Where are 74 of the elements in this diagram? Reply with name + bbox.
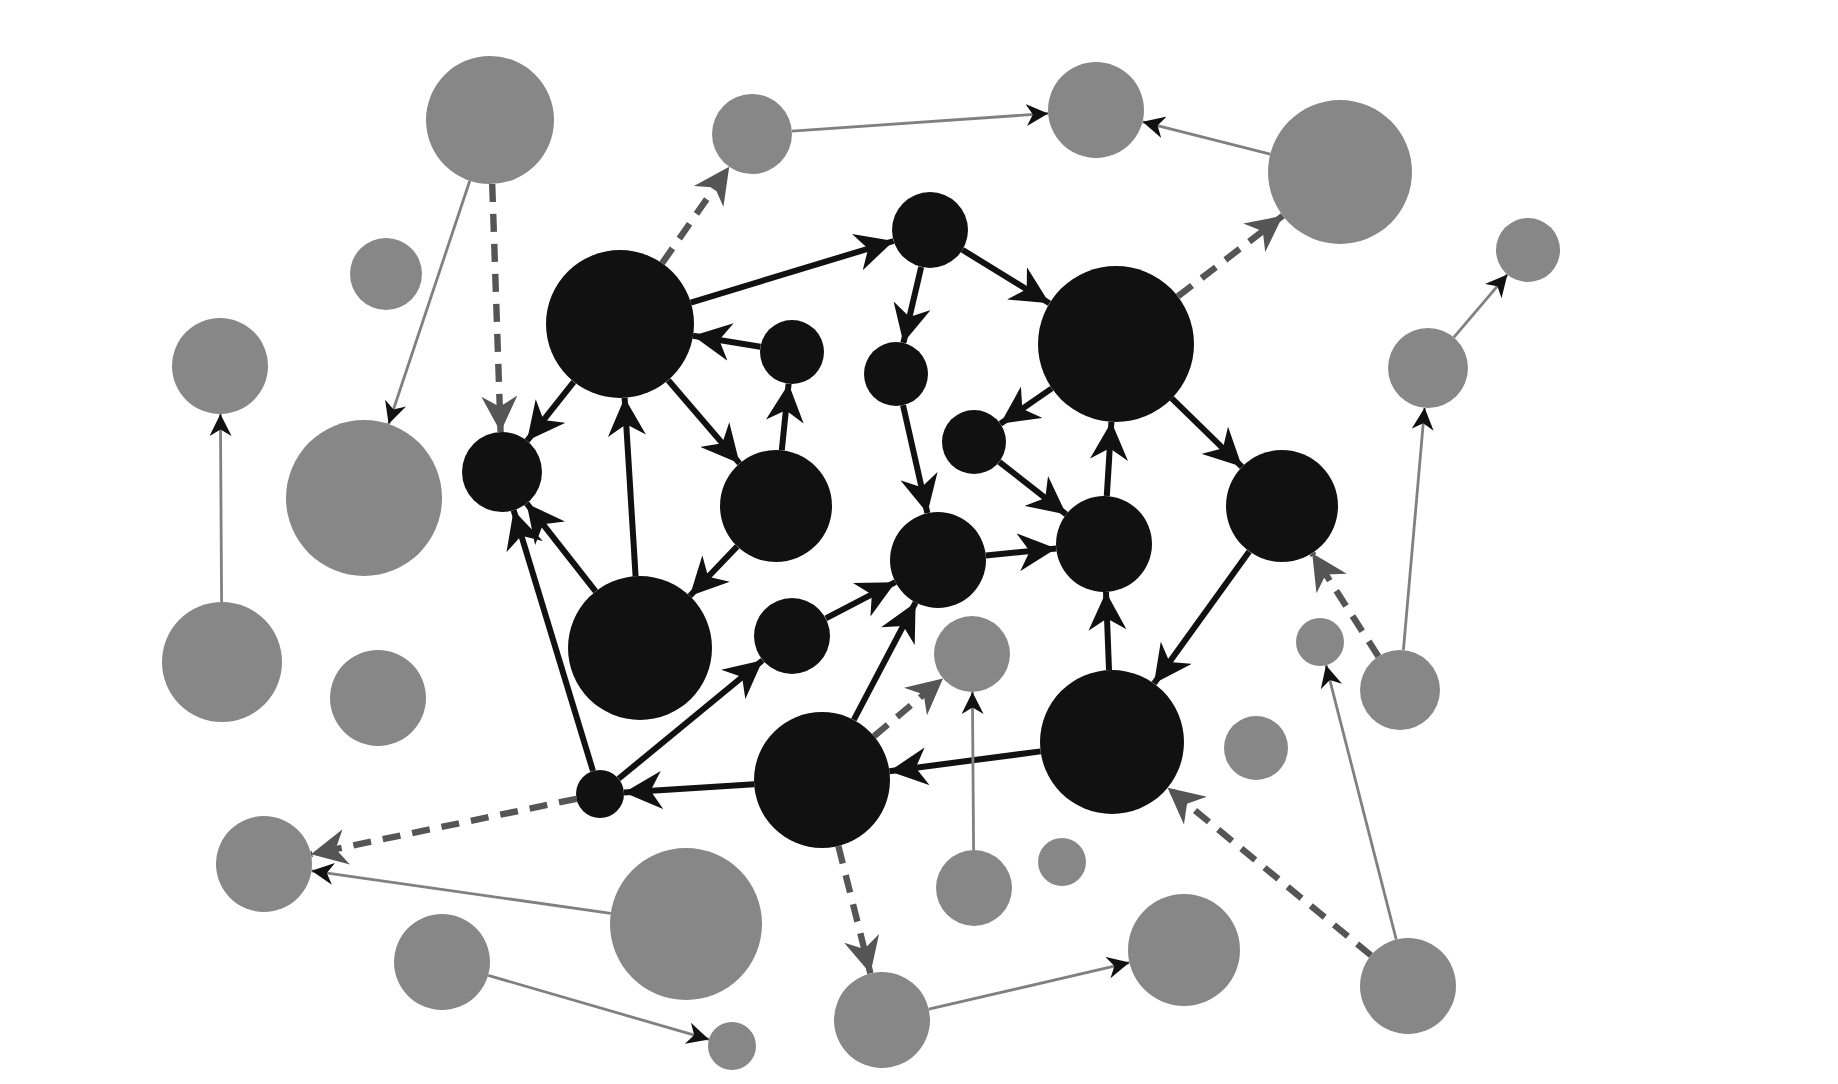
dashed-arrow: [481, 183, 518, 433]
circle-node: [330, 650, 426, 746]
circle-node: [568, 576, 712, 720]
circle-node: [712, 94, 792, 174]
circle-node: [754, 598, 830, 674]
circle-node: [708, 1022, 756, 1070]
arrow: [997, 459, 1069, 517]
dashed-arrow: [659, 164, 732, 266]
arrow: [487, 974, 710, 1044]
arrow: [961, 692, 984, 850]
arrow: [765, 383, 804, 451]
arrow: [692, 323, 761, 361]
circle-node: [1226, 450, 1338, 562]
arrow: [998, 385, 1054, 427]
circle-node: [172, 318, 268, 414]
circle-node: [216, 816, 312, 912]
circle-node: [462, 432, 542, 512]
arrow: [889, 747, 1041, 786]
arrow: [506, 509, 596, 772]
arrow: [900, 404, 938, 514]
dashed-arrow: [310, 795, 578, 865]
arrow: [985, 533, 1057, 572]
circle-node: [834, 972, 930, 1068]
arrow: [524, 501, 598, 594]
arrow: [607, 397, 646, 577]
dashed-arrow: [871, 675, 946, 739]
circle-node: [1496, 218, 1560, 282]
arrow: [1090, 421, 1128, 497]
circle-node: [760, 320, 824, 384]
circle-node: [350, 238, 422, 310]
circle-node: [942, 410, 1006, 474]
arrow: [1320, 664, 1398, 940]
arrow: [928, 956, 1130, 1011]
circle-node: [1048, 62, 1144, 158]
dashed-arrow: [835, 845, 880, 975]
arrow: [1452, 273, 1509, 339]
circle-node: [1056, 496, 1152, 592]
dashed-arrow: [1175, 213, 1285, 299]
arrow: [1402, 407, 1434, 651]
circle-node: [720, 450, 832, 562]
arrow: [1142, 116, 1271, 156]
arrow: [385, 180, 472, 425]
circle-node: [1388, 328, 1468, 408]
arrow: [960, 247, 1051, 306]
arrow: [616, 657, 765, 782]
arrow: [311, 863, 611, 915]
arrow: [687, 544, 740, 599]
arrow: [524, 379, 577, 443]
circle-node: [1360, 938, 1456, 1034]
dashed-arrow: [1165, 785, 1374, 958]
dashed-arrow: [1309, 551, 1382, 659]
arrow: [851, 601, 919, 722]
circle-node: [936, 850, 1012, 926]
circle-node: [1360, 650, 1440, 730]
arrow: [623, 771, 755, 809]
arrow: [893, 266, 931, 344]
arrow: [1088, 591, 1127, 671]
circle-node: [1296, 618, 1344, 666]
circle-node: [1038, 838, 1086, 886]
circle-node: [1224, 716, 1288, 780]
arrow: [689, 233, 895, 306]
circle-node: [1038, 266, 1194, 422]
arrow: [1151, 549, 1252, 686]
arrow: [665, 378, 742, 466]
arrow: [1169, 396, 1245, 469]
circle-node: [890, 512, 986, 608]
circle-node: [864, 342, 928, 406]
circle-node: [892, 192, 968, 268]
circle-node: [934, 616, 1010, 692]
arrow: [824, 579, 897, 622]
arrow: [791, 103, 1049, 133]
arrow: [209, 414, 232, 602]
circle-node: [394, 914, 490, 1010]
circle-node: [576, 770, 624, 818]
